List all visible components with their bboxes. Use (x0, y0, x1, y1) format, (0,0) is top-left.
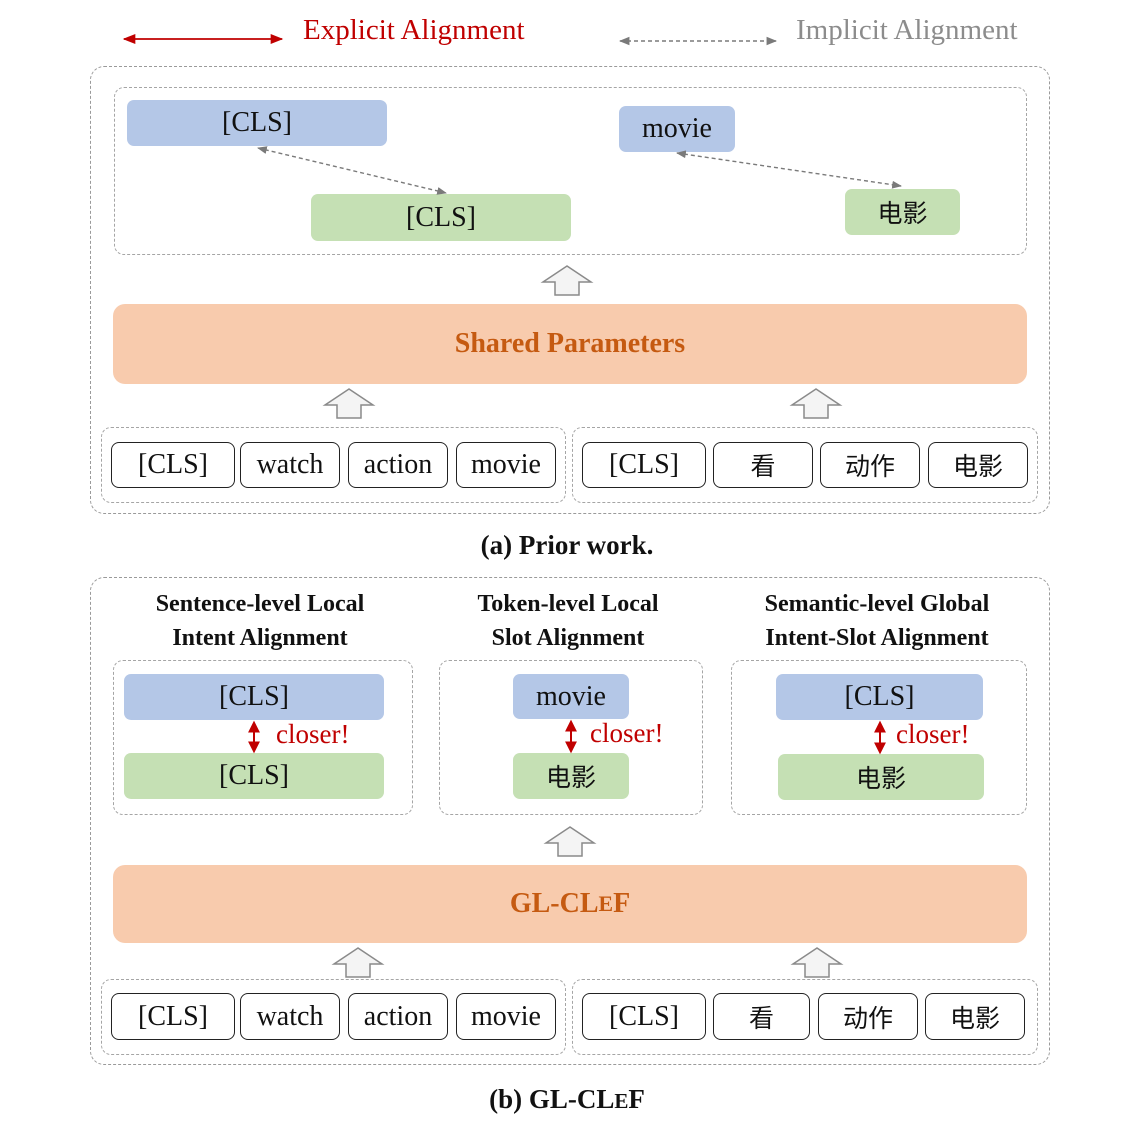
gl-clef-panel (90, 577, 1050, 1065)
encoder-label-smallcap: E (598, 891, 614, 916)
prior-english-movie-box: movie (619, 106, 735, 152)
token-box: 看 (713, 442, 813, 488)
token-chinese-movie-box: 电影 (513, 753, 629, 799)
closer-label: closer! (590, 718, 664, 748)
heading-line: Intent Alignment (172, 625, 348, 651)
heading-line: Intent-Slot Alignment (765, 625, 989, 651)
caption-smallcap: E (614, 1089, 629, 1113)
sentence-level-alignment-box (113, 660, 413, 815)
up-arrow-icon (331, 947, 385, 978)
up-arrow-icon (540, 265, 594, 296)
up-arrow-icon (789, 388, 843, 419)
semantic-level-heading: Semantic-level Global Intent-Slot Alignm… (722, 587, 1032, 655)
token-box: [CLS] (111, 993, 235, 1040)
heading-line: Semantic-level Global (764, 591, 990, 617)
token-box: 动作 (818, 993, 918, 1040)
token-level-alignment-box (439, 660, 703, 815)
token-box: watch (240, 442, 340, 488)
up-arrow-icon (543, 826, 597, 857)
caption-prefix: (b) GL-CL (489, 1084, 615, 1114)
heading-line: Token-level Local (477, 591, 659, 617)
cls-implicit-link (257, 146, 447, 195)
heading-line: Sentence-level Local (155, 591, 365, 617)
token-box: movie (456, 993, 556, 1040)
implicit-alignment-links (257, 146, 902, 195)
token-box: [CLS] (582, 993, 706, 1040)
encoder-label-prefix: GL-CL (509, 888, 599, 919)
token-level-heading: Token-level Local Slot Alignment (418, 587, 718, 655)
gl-clef-caption: (b) GL-CLEF (0, 1084, 1134, 1115)
english-input-group (101, 979, 566, 1055)
token-box: action (348, 442, 448, 488)
token-box: [CLS] (582, 442, 706, 488)
prior-english-cls-box: [CLS] (127, 100, 387, 146)
semantic-english-cls-box: [CLS] (776, 674, 983, 720)
prior-chinese-movie-box: 电影 (845, 189, 960, 235)
up-arrow-icon (790, 947, 844, 978)
prior-chinese-cls-box: [CLS] (311, 194, 571, 241)
sentence-level-heading: Sentence-level Local Intent Alignment (100, 587, 420, 655)
chinese-input-group (572, 427, 1038, 503)
movie-implicit-link (676, 150, 902, 189)
sentence-chinese-cls-box: [CLS] (124, 753, 384, 799)
shared-parameters-encoder: Shared Parameters (113, 304, 1027, 384)
token-box: 动作 (820, 442, 920, 488)
heading-line: Slot Alignment (491, 625, 645, 651)
implicit-alignment-label: Implicit Alignment (796, 14, 1018, 46)
prior-work-panel (90, 66, 1050, 514)
explicit-alignment-label: Explicit Alignment (303, 14, 525, 46)
semantic-level-alignment-box (731, 660, 1027, 815)
semantic-chinese-movie-box: 电影 (778, 754, 984, 800)
token-box: 看 (713, 993, 810, 1040)
token-box: action (348, 993, 448, 1040)
encoder-label-suffix: F (613, 888, 631, 919)
sentence-english-cls-box: [CLS] (124, 674, 384, 720)
token-box: [CLS] (111, 442, 235, 488)
closer-label: closer! (896, 719, 970, 749)
explicit-alignment-arrows (248, 719, 886, 755)
legend-arrows (122, 33, 778, 46)
english-input-group (101, 427, 566, 503)
closer-label: closer! (276, 719, 350, 749)
up-arrow-icon (322, 388, 376, 419)
token-box: movie (456, 442, 556, 488)
caption-suffix: F (628, 1084, 645, 1114)
token-english-movie-box: movie (513, 674, 629, 719)
token-box: 电影 (925, 993, 1025, 1040)
prior-work-caption: (a) Prior work. (480, 530, 654, 560)
token-box: watch (240, 993, 340, 1040)
chinese-input-group (572, 979, 1038, 1055)
token-box: 电影 (928, 442, 1028, 488)
prior-work-representation-space (114, 87, 1027, 255)
